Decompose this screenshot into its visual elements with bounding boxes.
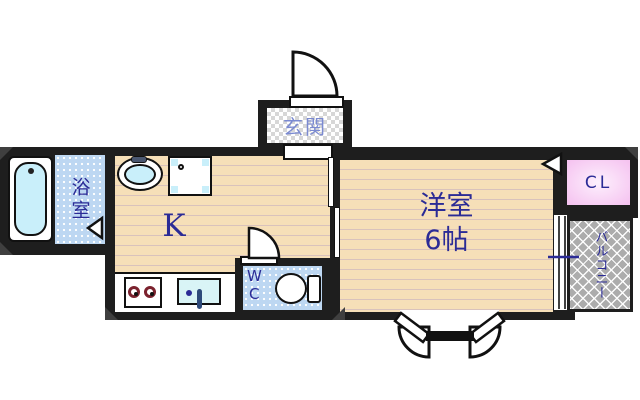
washbasin-faucet-icon bbox=[131, 156, 147, 163]
western-room-name: 洋室 bbox=[419, 191, 474, 222]
stove-burner-icon bbox=[128, 286, 140, 298]
sliding-door-panel bbox=[334, 207, 340, 258]
wc-door-threshold bbox=[240, 256, 278, 265]
entrance-area: 玄関 bbox=[267, 108, 343, 143]
wall-room-bottom bbox=[328, 312, 575, 320]
kitchen-label: K bbox=[162, 208, 186, 244]
stove-burner-dot-icon bbox=[150, 292, 154, 296]
entrance-step bbox=[283, 144, 333, 160]
washer-corner-icon bbox=[202, 159, 209, 166]
balcony-label: バルコニー bbox=[592, 230, 608, 300]
toilet-bowl bbox=[275, 273, 307, 304]
sink-faucet-icon bbox=[197, 289, 202, 309]
bathtub-drain bbox=[28, 168, 34, 174]
stove bbox=[124, 277, 162, 308]
washbasin-bowl bbox=[124, 164, 156, 185]
stove-burner-icon bbox=[144, 286, 156, 298]
toilet-tank bbox=[307, 275, 321, 303]
wall-right-divider bbox=[553, 152, 568, 320]
entrance-threshold bbox=[289, 96, 344, 108]
entrance-label: 玄関 bbox=[283, 115, 327, 139]
washer-corner-icon bbox=[171, 186, 178, 193]
bathtub bbox=[14, 162, 47, 236]
western-room-label: 洋室 6帖 bbox=[340, 190, 553, 258]
wc-label-c: C bbox=[249, 285, 260, 303]
washer-corner-icon bbox=[202, 186, 209, 193]
washer-pad bbox=[168, 156, 212, 196]
wall-top-right bbox=[345, 147, 638, 160]
sink-drain-icon bbox=[186, 290, 192, 296]
washer-corner-icon bbox=[171, 159, 178, 166]
washer-tap-icon bbox=[178, 164, 184, 170]
bathroom-label: 浴室 bbox=[68, 176, 91, 223]
wall-closet-right bbox=[630, 147, 638, 215]
stove-burner-dot-icon bbox=[134, 292, 138, 296]
wall-closet-bottom bbox=[560, 205, 638, 218]
bathroom-room: 浴室 bbox=[55, 155, 105, 244]
sliding-door-panel bbox=[328, 157, 334, 207]
entrance-door-arc bbox=[291, 50, 339, 98]
closet: CL bbox=[567, 160, 630, 205]
balcony: バルコニー bbox=[567, 218, 633, 312]
kitchen-sink bbox=[177, 278, 221, 309]
western-room-floor bbox=[340, 160, 553, 312]
western-room-size: 6帖 bbox=[424, 224, 469, 256]
wc-label-w: W bbox=[247, 267, 262, 285]
closet-label: CL bbox=[584, 172, 613, 193]
